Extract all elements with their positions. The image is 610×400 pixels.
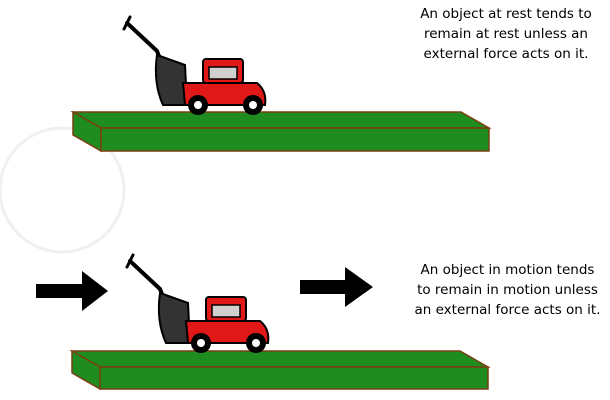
lawnmower-rest: [122, 15, 268, 117]
lawnmower-motion: [125, 253, 271, 355]
background-circle: [0, 126, 126, 254]
caption-rest: An object at rest tends to remain at res…: [420, 6, 592, 62]
caption-motion: An object in motion tends to remain in m…: [414, 262, 601, 318]
ground-rest: [70, 110, 492, 153]
ground-motion: [69, 349, 491, 391]
force-arrow-left: [36, 271, 108, 311]
motion-arrow-right: [300, 267, 373, 307]
